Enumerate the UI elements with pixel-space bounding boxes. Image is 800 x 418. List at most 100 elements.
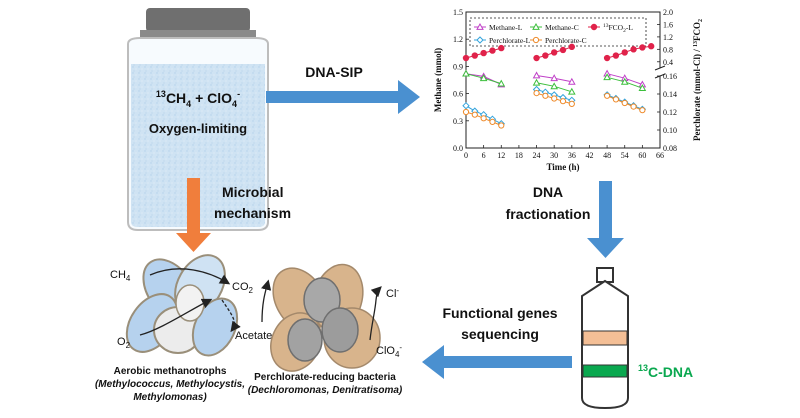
data-point-methane-l (532, 71, 541, 79)
dna-sip-label: DNA-SIP (305, 64, 363, 80)
data-point-methane-c (479, 74, 488, 82)
data-point-13fco2-l (471, 52, 479, 59)
x-tick-label: 24 (533, 151, 541, 160)
y-left-tick-label: 1.5 (453, 8, 463, 17)
data-point-13fco2-l (568, 43, 576, 51)
x-tick-label: 18 (515, 151, 523, 160)
data-point-13fco2-l (559, 46, 567, 54)
mechanism-arrows (139, 268, 382, 341)
tube-band-heavy (582, 364, 628, 378)
clo4-to-cl-arrow (369, 286, 382, 341)
acetate-oxidation-arrow (261, 279, 272, 323)
data-point-perchlorate-c (630, 103, 637, 110)
data-point-perchlorate-c (612, 96, 620, 103)
y-right-lower-tick-label: 0.10 (663, 126, 677, 135)
y-left-tick-label: 1.2 (453, 35, 463, 44)
functional-genes-arrow: Functional genes sequencing (422, 305, 572, 379)
y-right-upper-tick-label: 2.0 (663, 8, 673, 17)
data-point-methane-c (567, 87, 576, 95)
data-point-perchlorate-c (621, 99, 628, 107)
x-tick-label: 12 (497, 151, 505, 160)
y-right-upper-tick-label: 0.4 (663, 58, 673, 67)
data-point-perchlorate-c (498, 122, 505, 129)
microbial-mechanism-arrow: Microbial mechanism (176, 178, 291, 252)
x-tick-label: 0 (464, 151, 468, 160)
y-right-lower-tick-label: 0.12 (663, 108, 677, 117)
13c-dna-label: 13C-DNA (638, 363, 693, 380)
axis-break-mark (654, 65, 666, 71)
y-axis-left-label: Methane (mmol) (433, 48, 443, 112)
data-point-13fco2-l (533, 54, 540, 62)
y-axis-right-label: Perchlorate (mmol-Cl) / 13FCO2 (692, 19, 704, 141)
data-point-perchlorate-c (480, 115, 487, 122)
y-right-lower-tick-label: 0.16 (663, 72, 677, 81)
data-point-methane-c (620, 77, 629, 85)
data-point-perchlorate-c (489, 118, 496, 126)
data-point-13fco2-l (498, 44, 505, 52)
data-point-13fco2-l (630, 46, 637, 53)
clo4-label: ClO4- (376, 343, 402, 359)
data-point-13fco2-l (621, 49, 628, 56)
data-point-methane-c (462, 69, 470, 77)
data-point-perchlorate-c (462, 108, 470, 116)
dna-label: DNA (533, 184, 563, 200)
data-point-13fco2-l (542, 52, 549, 59)
data-point-13fco2-l (603, 54, 611, 62)
legend-marker-perchlorate-l (476, 36, 484, 44)
perc-genera: (Dechloromonas, Denitratisoma) (248, 385, 403, 396)
aerobic-genera-2: Methylomonas) (133, 392, 207, 403)
y-right-upper-tick-label: 0.8 (663, 45, 673, 54)
y-right-lower-tick-label: 0.14 (663, 90, 677, 99)
y-right-lower-tick-label: 0.08 (663, 144, 677, 153)
x-tick-label: 54 (621, 151, 629, 160)
ch4-to-co2-arrow (149, 268, 231, 285)
legend-label-perchlorate-l: Perchlorate-L (489, 36, 531, 45)
methanotroph-cell (175, 284, 205, 322)
legend-label-methane-l: Methane-L (489, 23, 523, 32)
legend-label-methane-c: Methane-C (545, 23, 579, 32)
cl-label: Cl- (386, 286, 399, 300)
data-point-perchlorate-c (559, 98, 567, 105)
data-point-13fco2-l (550, 49, 558, 56)
data-point-methane-l (550, 74, 559, 82)
co2-label: CO2 (232, 281, 254, 295)
data-point-13fco2-l (480, 49, 487, 57)
acetate-label: Acetate (235, 330, 272, 342)
legend-marker-methane-l (476, 22, 484, 30)
perc-title: Perchlorate-reducing bacteria (254, 372, 396, 383)
x-tick-label: 42 (585, 151, 593, 160)
prb-cell (321, 307, 359, 353)
legend-label-perchlorate-c: Perchlorate-C (545, 36, 587, 45)
bottle-liquid (131, 64, 265, 227)
functional-genes-label: Functional genes (442, 305, 557, 321)
legend-label-13fco2-l: 13FCO2-L (603, 23, 633, 34)
bottle-reagents: 13CH4 + ClO4- (156, 89, 240, 109)
sequencing-label: sequencing (461, 326, 539, 342)
mechanism-label: mechanism (214, 205, 291, 221)
data-point-methane-c (497, 79, 506, 87)
ch4-label: CH4 (110, 269, 131, 283)
data-point-perchlorate-c (542, 92, 549, 99)
data-point-methane-c (532, 78, 541, 86)
y-left-tick-label: 0.0 (453, 144, 463, 153)
y-right-upper-tick-label: 1.6 (663, 20, 673, 29)
x-tick-label: 60 (638, 151, 646, 160)
microbial-label: Microbial (222, 184, 283, 200)
prb-cell (287, 318, 323, 362)
o2-uptake-arrow (139, 298, 213, 336)
aerobic-title: Aerobic methanotrophs (114, 366, 227, 377)
bottle-cap (146, 8, 250, 32)
legend-marker-perchlorate-c (532, 36, 540, 44)
y-left-tick-label: 0.6 (453, 90, 463, 99)
data-point-perchlorate-c (568, 100, 575, 108)
data-point-methane-c (550, 82, 559, 90)
legend-marker-methane-c (532, 22, 540, 30)
data-point-13fco2-l (489, 47, 496, 54)
x-tick-label: 30 (550, 151, 558, 160)
x-tick-label: 6 (482, 151, 486, 160)
y-right-upper-tick-label: 1.2 (663, 33, 673, 42)
data-point-methane-c (603, 73, 611, 81)
data-point-perchlorate-c (533, 90, 540, 97)
